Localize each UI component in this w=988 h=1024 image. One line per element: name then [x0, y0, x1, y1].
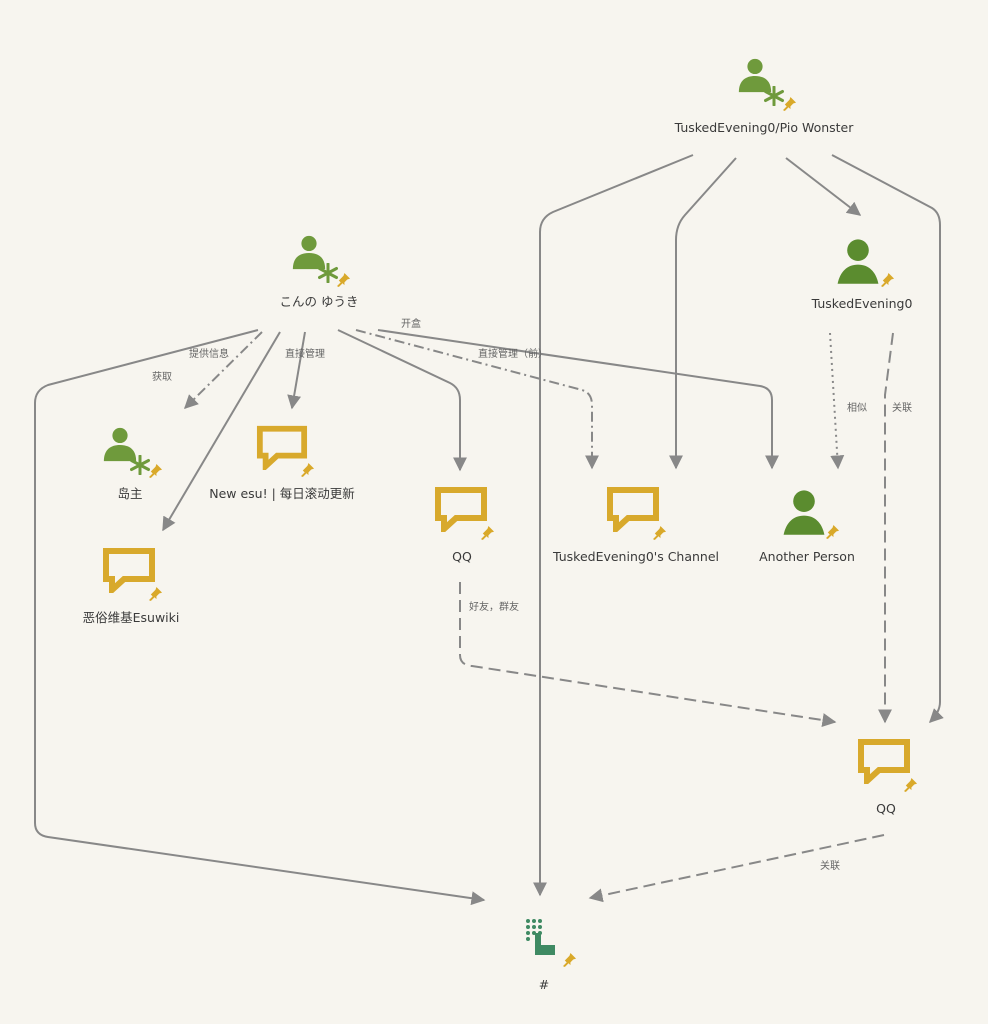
node-label: TuskedEvening0's Channel [552, 549, 719, 564]
pin-icon [300, 462, 315, 477]
edge-pio-to-tusked [785, 157, 862, 216]
edge-label-guanlian2: 关联 [820, 859, 840, 872]
edge-qq2-to-hash [588, 834, 885, 903]
node-label: 恶俗维基Esuwiki [83, 610, 180, 625]
node-label: QQ [452, 549, 472, 564]
edge-konno-to-hash [34, 329, 486, 906]
edge-konno-to-qq1 [337, 329, 467, 472]
node-label: New esu! | 每日滚动更新 [209, 486, 355, 501]
pin-icon [336, 272, 351, 287]
pin-icon [562, 952, 577, 967]
edge-label-haoyou: 好友，群友 [469, 600, 519, 613]
edge-tusked-to-another [829, 332, 845, 470]
edge-label-huoqu: 获取 [152, 371, 172, 383]
edge-pio-to-qq2 [831, 154, 944, 723]
person-icon [103, 427, 137, 462]
node-tusked-pio[interactable]: TuskedEvening0/Pio Wonster [674, 58, 855, 135]
edge-qq1-to-qq2 [459, 582, 837, 727]
edge-konno-to-esuwiki [162, 331, 281, 532]
edge-label-kaihe: 开盒 [401, 317, 421, 330]
chat-icon [438, 490, 484, 529]
terminal-icon [526, 919, 555, 955]
edge-konno-to-island [184, 331, 263, 409]
pin-icon [782, 96, 797, 111]
node-new-esu[interactable]: New esu! | 每日滚动更新 [209, 429, 355, 501]
node-label: QQ [876, 801, 896, 816]
edge-pio-to-hash [533, 154, 694, 897]
edge-label-guanlian1: 关联 [892, 401, 912, 414]
pin-icon [903, 777, 918, 792]
node-label: TuskedEvening0 [811, 296, 913, 311]
node-qq-1[interactable]: QQ [438, 490, 495, 564]
pin-icon [480, 525, 495, 540]
node-esuwiki[interactable]: 恶俗维基Esuwiki [83, 551, 180, 625]
chat-icon [106, 551, 152, 590]
person-icon [292, 235, 326, 270]
pin-icon [148, 463, 163, 478]
pin-icon [148, 586, 163, 601]
node-konno[interactable]: こんの ゆうき [280, 235, 359, 309]
pin-icon [825, 524, 840, 539]
node-label: こんの ゆうき [280, 294, 359, 309]
node-tusked[interactable]: TuskedEvening0 [811, 239, 913, 311]
person-icon [738, 58, 772, 93]
edge-label-zhijie1: 直接管理 [285, 347, 325, 360]
edge-label-zhijie2: 直接管理（前） [478, 347, 548, 360]
chat-icon [610, 490, 656, 529]
chat-icon [260, 429, 304, 467]
pin-icon [652, 525, 667, 540]
node-label: # [539, 977, 549, 992]
chat-icon [861, 742, 907, 781]
pin-icon [880, 272, 895, 287]
person-icon [837, 239, 879, 284]
edge-konno-to-channel [355, 329, 599, 470]
node-channel[interactable]: TuskedEvening0's Channel [552, 490, 719, 564]
edge-pio-to-channel [669, 157, 737, 470]
node-label: 岛主 [117, 486, 142, 501]
edge-konno-to-newesu [287, 331, 306, 410]
node-another-person[interactable]: Another Person [759, 490, 855, 564]
node-island-owner[interactable]: 岛主 [103, 427, 163, 501]
node-qq-2[interactable]: QQ [861, 742, 918, 816]
edge-tusked-to-qq2 [878, 332, 894, 724]
edge-label-tigong: 提供信息 [189, 347, 229, 360]
node-label: Another Person [759, 549, 855, 564]
edges [34, 154, 944, 906]
person-icon [783, 490, 825, 535]
edge-labels: 开盒 提供信息 获取 直接管理 直接管理（前） 相似 关联 好友，群友 关联 [152, 317, 912, 872]
edge-konno-to-another [377, 329, 779, 470]
node-hash[interactable]: # [526, 919, 577, 992]
edge-label-xiangsi: 相似 [847, 401, 867, 414]
node-label: TuskedEvening0/Pio Wonster [674, 120, 855, 135]
